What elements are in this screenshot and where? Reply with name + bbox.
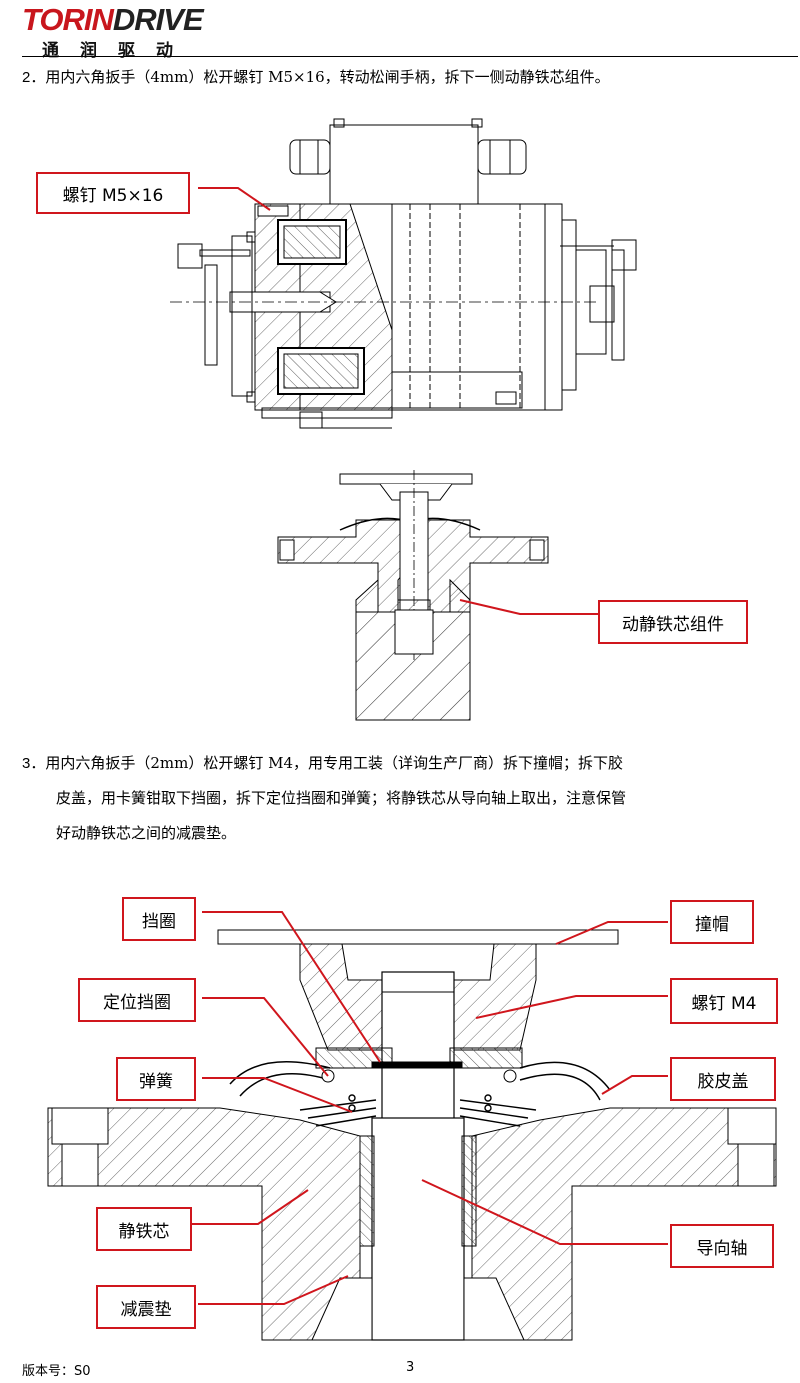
detail-drawing [47, 929, 777, 1341]
version-number: 版本号：S0 [22, 1364, 91, 1379]
callout-rubber-cover: 胶皮盖 [670, 1057, 776, 1101]
callout-retaining-ring: 挡圈 [122, 897, 196, 941]
callout-leader-lines [192, 187, 668, 1305]
logo-red-part: TORIN [22, 2, 114, 37]
callout-guide-shaft: 导向轴 [670, 1224, 774, 1268]
step-3-instruction: 3．用内六角扳手（2mm）松开螺钉 M4，用专用工装（详询生产厂商）拆下撞帽；拆… [22, 746, 792, 851]
step-3-number: 3． [22, 755, 46, 772]
callout-screw-m5: 螺钉 M5×16 [36, 172, 190, 214]
page-number: 3 [406, 1360, 415, 1375]
callout-damping-pad: 减震垫 [96, 1285, 196, 1329]
callout-static-core: 静铁芯 [96, 1207, 192, 1251]
step-2-instruction: 2．用内六角扳手（4mm）松开螺钉 M5×16，转动松闸手柄，拆下一侧动静铁芯组… [22, 60, 800, 95]
step-2-number: 2． [22, 69, 46, 86]
step-3-text-line2: 皮盖，用卡簧钳取下挡圈，拆下定位挡圈和弹簧；将静铁芯从导向轴上取出，注意保管 [56, 789, 627, 807]
step-2-text: 用内六角扳手（4mm）松开螺钉 M5×16，转动松闸手柄，拆下一侧动静铁芯组件。 [45, 68, 610, 86]
logo-wordmark: TORINDRIVE [22, 2, 204, 38]
step-3-text-line1: 用内六角扳手（2mm）松开螺钉 M4，用专用工装（详询生产厂商）拆下撞帽；拆下胶 [45, 754, 624, 772]
callout-spring: 弹簧 [116, 1057, 196, 1101]
callout-locating-ring: 定位挡圈 [78, 978, 196, 1022]
logo-dark-part: DRIVE [112, 2, 204, 37]
core-component-drawing [277, 470, 549, 721]
company-logo: TORINDRIVE 通润驱动 [22, 2, 262, 61]
callout-core-assembly: 动静铁芯组件 [598, 600, 748, 644]
step-3-text-line3: 好动静铁芯之间的减震垫。 [56, 824, 237, 842]
brake-assembly-drawing [170, 118, 637, 429]
callout-screw-m4: 螺钉 M4 [670, 978, 778, 1024]
callout-cap: 撞帽 [670, 900, 754, 944]
header-divider [22, 56, 798, 57]
